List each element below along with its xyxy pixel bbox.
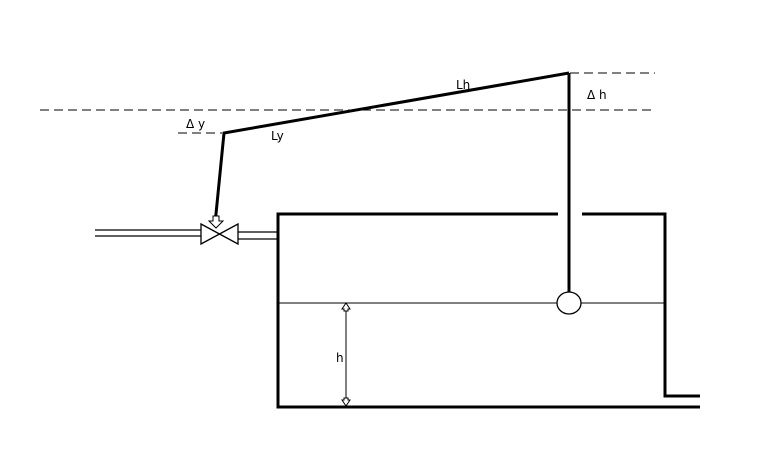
valve-stem-arrow	[207, 215, 225, 229]
float-ball	[556, 291, 582, 315]
valve-icon	[200, 222, 239, 246]
lever-arm	[213, 71, 570, 225]
delta-y-label: Δ y	[186, 117, 205, 131]
height-label: h	[336, 351, 344, 365]
tank-wall-right	[582, 212, 700, 398]
height-dimension	[341, 302, 351, 407]
lh-label: Lh	[456, 78, 470, 92]
ly-label: Ly	[271, 129, 284, 143]
delta-h-label: Δ h	[587, 88, 607, 102]
tank-wall	[276, 212, 700, 409]
inlet-pipe	[95, 229, 277, 240]
